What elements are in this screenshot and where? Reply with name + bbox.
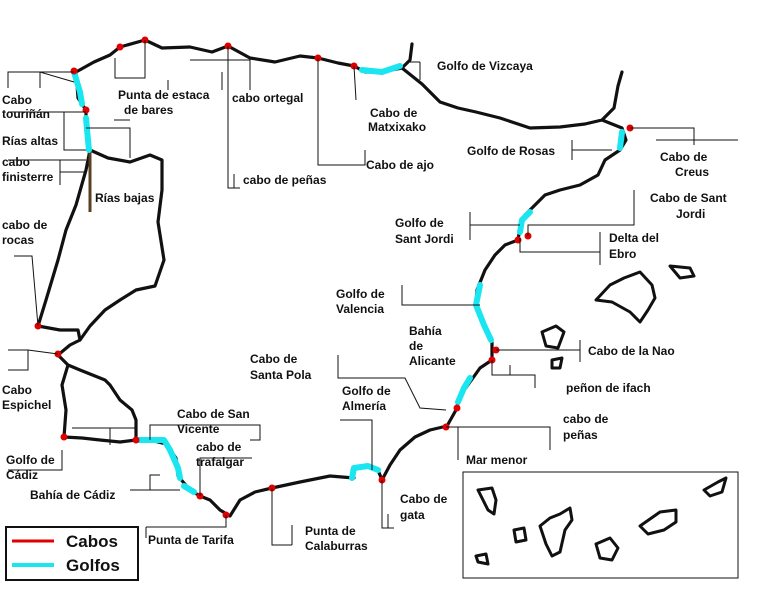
label-cabo-rocas-1: cabo de <box>2 218 48 232</box>
coastline <box>36 38 628 518</box>
gulf-rias-bajas <box>83 115 92 153</box>
label-bahia-alicante-1: Bahía <box>409 324 442 338</box>
gulf-sant-jordi <box>517 209 533 235</box>
gulfs <box>71 63 625 495</box>
label-rias-bajas: Rías bajas <box>95 191 155 205</box>
legend-cabos-label: Cabos <box>66 532 118 551</box>
label-penon-ifach: peñon de ifach <box>566 381 651 395</box>
gulf-cadiz <box>135 437 183 481</box>
label-cabo-tourinan-1: Cabo <box>2 93 32 107</box>
leader-lines <box>7 40 738 546</box>
gulf-almeria <box>349 463 381 481</box>
gulf-valencia <box>473 282 494 343</box>
label-cabo-ortegal: cabo ortegal <box>232 91 303 105</box>
label-bahia-alicante-2: de <box>409 339 423 353</box>
label-cabo-matxixako-2: Matxixako <box>368 120 426 134</box>
label-golfo-almeria-2: Almería <box>342 399 386 413</box>
label-punta-bares-2: de bares <box>124 103 174 117</box>
label-cabo-san-vicente-2: Vicente <box>177 422 220 436</box>
label-bahia-cadiz: Bahía de Cádiz <box>30 488 115 502</box>
legend: Cabos Golfos <box>5 526 139 581</box>
label-cabo-ajo: Cabo de ajo <box>366 158 434 172</box>
legend-box <box>5 526 139 581</box>
label-cabo-nao: Cabo de la Nao <box>588 344 675 358</box>
canary-inset-frame <box>462 471 739 579</box>
label-cabo-trafalgar-2: trafalgar <box>196 455 244 469</box>
label-cabo-rocas-2: rocas <box>2 233 34 247</box>
label-cabo-santa-pola-1: Cabo de <box>250 352 298 366</box>
labels: Golfo de Vizcaya Cabo de Matxixako Cabo … <box>2 59 727 553</box>
label-golfo-cadiz-1: Golfo de <box>6 453 55 467</box>
label-cabo-san-vicente-1: Cabo de San <box>177 407 250 421</box>
label-delta-ebro-1: Delta del <box>609 231 659 245</box>
gulf-vizcaya <box>359 63 403 75</box>
label-golfo-rosas: Golfo de Rosas <box>467 144 555 158</box>
label-cabo-sant-jordi-2: Jordi <box>676 207 705 221</box>
balearic-islands <box>540 264 696 370</box>
legend-golfos-label: Golfos <box>66 556 120 575</box>
label-punta-calaburras-2: Calaburras <box>305 539 368 553</box>
label-cabo-espichel-2: Espichel <box>2 398 51 412</box>
label-cabo-penas-n: cabo de peñas <box>243 173 327 187</box>
gulf-alicante <box>455 375 473 405</box>
label-punta-bares-1: Punta de estaca <box>118 88 210 102</box>
label-punta-tarifa: Punta de Tarifa <box>148 533 234 547</box>
label-golfo-sant-jordi-2: Sant Jordi <box>395 232 454 246</box>
label-cabo-santa-pola-2: Santa Pola <box>250 368 312 382</box>
label-golfo-almeria-1: Golfo de <box>342 384 391 398</box>
label-cabo-creus-2: Creus <box>675 165 709 179</box>
label-delta-ebro-2: Ebro <box>609 247 636 261</box>
canary-islands <box>474 476 728 566</box>
label-cabo-espichel-1: Cabo <box>2 383 32 397</box>
label-golfo-cadiz-2: Cádiz <box>6 468 38 482</box>
portugal-border <box>66 148 166 442</box>
label-cabo-gata-1: Cabo de <box>400 492 448 506</box>
label-cabo-finisterre-2: finisterre <box>2 170 54 184</box>
label-golfo-valencia-1: Golfo de <box>336 287 385 301</box>
label-cabo-sant-jordi-1: Cabo de Sant <box>650 191 727 205</box>
gulf-bahia-cadiz <box>181 483 197 495</box>
label-cabo-tourinan-2: touriñán <box>2 107 50 121</box>
label-cabo-penas-s-2: peñas <box>563 428 598 442</box>
label-rias-altas: Rías altas <box>2 134 58 148</box>
label-cabo-creus-1: Cabo de <box>660 150 708 164</box>
label-bahia-alicante-3: Alicante <box>409 354 456 368</box>
label-cabo-gata-2: gata <box>400 508 425 522</box>
gulf-rias-altas <box>71 69 85 107</box>
label-cabo-trafalgar-1: cabo de <box>196 440 242 454</box>
label-punta-calaburras-1: Punta de <box>305 524 356 538</box>
label-golfo-vizcaya: Golfo de Vizcaya <box>437 59 533 73</box>
label-golfo-sant-jordi-1: Golfo de <box>395 216 444 230</box>
label-cabo-matxixako-1: Cabo de <box>370 106 418 120</box>
label-mar-menor: Mar menor <box>466 453 528 467</box>
label-cabo-penas-s-1: cabo de <box>563 412 609 426</box>
label-cabo-finisterre-1: cabo <box>2 155 30 169</box>
gulf-rosas <box>617 129 625 151</box>
label-golfo-valencia-2: Valencia <box>336 302 384 316</box>
